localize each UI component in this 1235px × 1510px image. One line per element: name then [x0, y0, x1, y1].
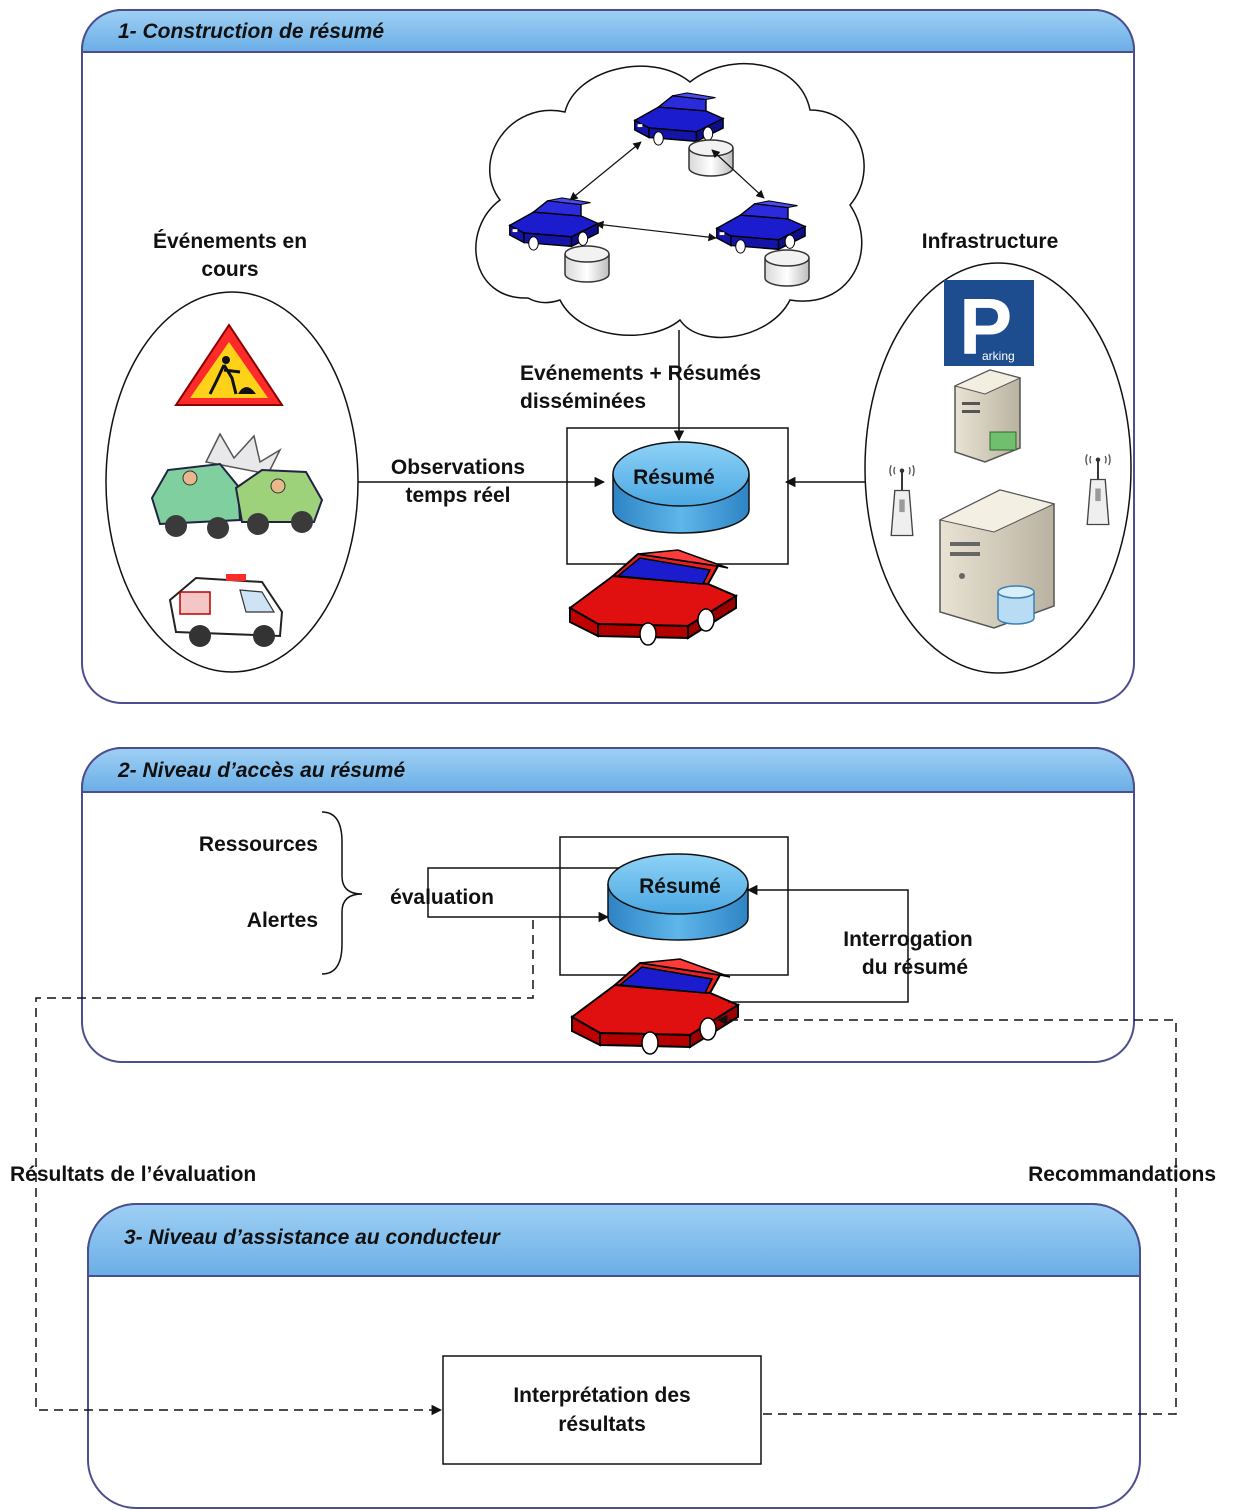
panel-access: 2- Niveau d’accès au résumé Ressources A… — [81, 747, 1135, 1063]
infrastructure-label: Infrastructure — [922, 230, 1059, 253]
parking-letter: P — [959, 282, 1012, 371]
alerts-label: Alertes — [247, 909, 318, 932]
observations-label-line1: Observations — [391, 456, 525, 479]
server-database-icon — [938, 489, 1056, 629]
panel-2-header — [81, 747, 1135, 793]
evaluation-label: évaluation — [390, 886, 494, 909]
v2v-arrow-top-left — [569, 141, 642, 201]
panel-3-title: 3- Niveau d’assistance au conducteur — [124, 1226, 502, 1249]
vehicle-left-storage-icon — [564, 245, 610, 283]
panel-1-title: 1- Construction de résumé — [118, 20, 384, 43]
ongoing-events-label-line2: cours — [201, 258, 258, 281]
evaluation-results-label: Résultats de l’évaluation — [10, 1163, 256, 1186]
query-loop — [728, 884, 909, 1003]
infrastructure-ellipse — [864, 262, 1132, 674]
disseminated-label-line2: disséminées — [520, 390, 646, 413]
interpretation-box — [442, 1355, 762, 1465]
panel-assistance: 3- Niveau d’assistance au conducteur Int… — [87, 1203, 1141, 1509]
vehicle-top-storage-icon — [688, 139, 734, 177]
evaluation-results-flow — [35, 920, 534, 1416]
vehicle-right-storage-icon — [764, 249, 810, 287]
summary-db-label-1: Résumé — [633, 466, 715, 489]
panel-2-title: 2- Niveau d’accès au résumé — [117, 759, 405, 782]
disseminated-label-line1: Evénements + Résumés — [520, 362, 761, 385]
interpretation-label-line2: résultats — [558, 1413, 646, 1436]
car-accident-icon — [150, 432, 324, 539]
panel-construction: 1- Construction de résumé Evénements + R… — [81, 9, 1135, 704]
payment-server-icon — [953, 369, 1022, 463]
ambulance-icon — [168, 574, 284, 647]
road-works-sign-icon — [174, 323, 284, 406]
parking-sign-icon: P arking — [944, 280, 1034, 371]
resources-label: Ressources — [199, 833, 318, 856]
recommendations-label: Recommandations — [1028, 1163, 1216, 1186]
query-label-line2: du résumé — [862, 956, 968, 979]
observations-label-line2: temps réel — [405, 484, 510, 507]
summary-db-label-2: Résumé — [639, 875, 721, 898]
interpretation-label-line1: Interprétation des — [513, 1384, 690, 1407]
query-label-line1: Interrogation — [843, 928, 973, 951]
v2v-arrow-left-right — [595, 220, 717, 242]
recommendations-flow — [716, 1014, 1177, 1415]
panel-3-header — [87, 1203, 1141, 1277]
summary-database-icon — [612, 441, 750, 534]
ongoing-events-label-line1: Événements en — [153, 230, 307, 253]
summary-database-icon-2 — [607, 853, 749, 941]
panel-1-header — [81, 9, 1135, 53]
v2v-arrow-top-right — [711, 149, 765, 199]
grouping-brace — [321, 811, 363, 975]
parking-text: arking — [982, 349, 1015, 363]
